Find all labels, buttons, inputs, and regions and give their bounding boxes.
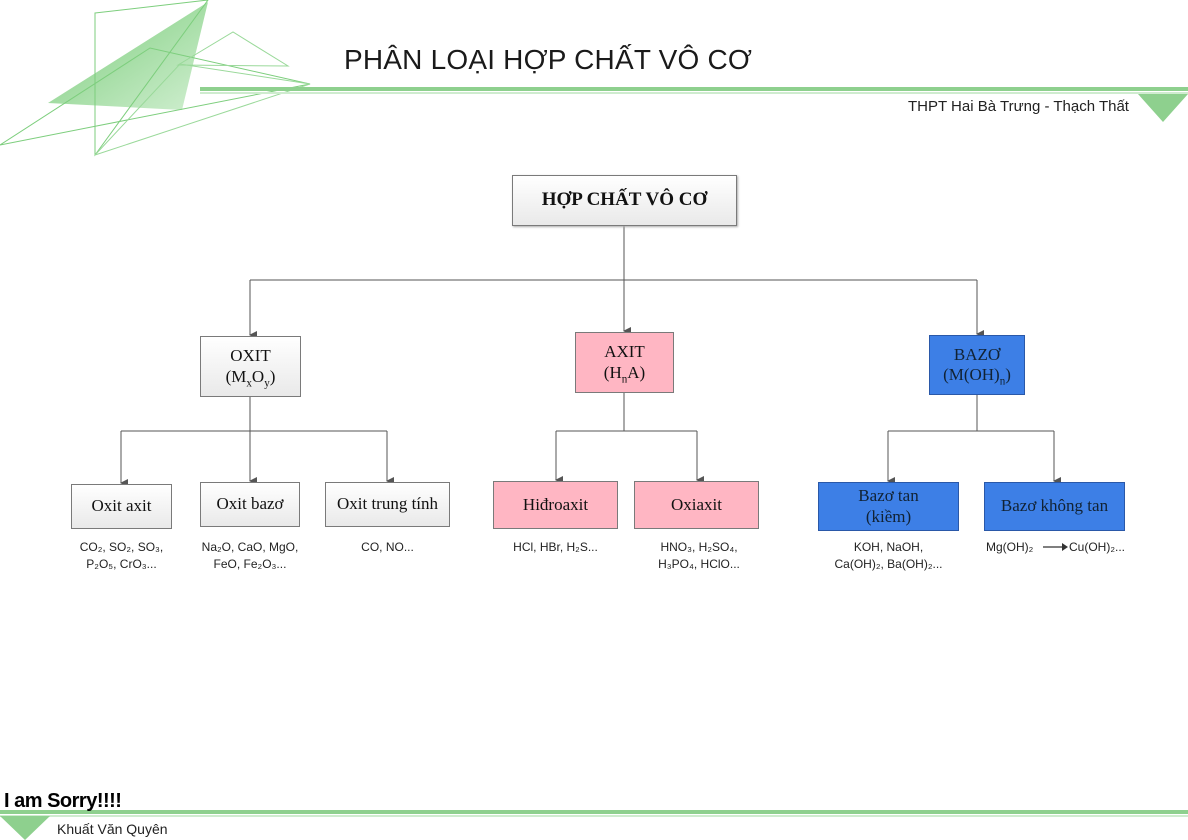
node-bazo: BAZƠ (M(OH)n) [929, 335, 1025, 395]
connector-lines [120, 226, 1061, 487]
footer-band [0, 810, 1188, 814]
node-formula: (HnA) [603, 362, 646, 385]
node-label: AXIT [604, 342, 645, 362]
node-label: Hiđroaxit [522, 494, 589, 514]
node-bazo-khong-tan: Bazơ không tan [984, 482, 1125, 531]
node-oxit: OXIT (MxOy) [200, 336, 301, 397]
examples-hidroaxit: HCl, HBr, H₂S... [513, 540, 598, 554]
header-corner-triangle [1138, 94, 1188, 122]
footer-banner: I am Sorry!!!! [4, 790, 122, 812]
node-label: Oxit bazơ [216, 494, 284, 514]
node-label: OXIT [230, 346, 271, 366]
footer-corner-triangle [0, 816, 50, 840]
node-label: Bazơ không tan [1000, 496, 1109, 516]
node-formula: (MxOy) [225, 366, 276, 389]
node-oxit-bazo: Oxit bazơ [200, 482, 300, 527]
node-hop-chat-vo-co: HỢP CHẤT VÔ CƠ [512, 175, 737, 226]
examples-oxit-trung-tinh: CO, NO... [361, 540, 414, 554]
examples-bazo-khong-tan-2: Cu(OH)₂... [1069, 540, 1125, 554]
node-sublabel: (kiềm) [865, 506, 912, 526]
examples-oxiaxit: HNO₃, H₂SO₄, H₃PO₄, HClO... [658, 540, 740, 571]
examples-bazo-tan: KOH, NaOH, Ca(OH)₂, Ba(OH)₂... [834, 540, 943, 571]
node-oxit-trung-tinh: Oxit trung tính [325, 482, 450, 527]
node-label: Bazơ tan [858, 486, 919, 506]
node-label: Oxit trung tính [336, 494, 439, 514]
node-formula: (M(OH)n) [943, 365, 1011, 388]
node-label: HỢP CHẤT VÔ CƠ [541, 189, 708, 211]
header-triangles-decoration [0, 0, 311, 157]
node-oxiaxit: Oxiaxit [634, 481, 759, 529]
node-label: Oxiaxit [671, 494, 722, 514]
examples-oxit-bazo: Na₂O, CaO, MgO, FeO, Fe₂O₃... [201, 540, 299, 571]
author-name: Khuất Văn Quyên [57, 821, 168, 837]
node-label: BAZƠ [953, 344, 1001, 364]
school-name: THPT Hai Bà Trưng - Thạch Thất [908, 98, 1129, 115]
node-bazo-tan: Bazơ tan (kiềm) [818, 482, 959, 531]
page-title: PHÂN LOẠI HỢP CHẤT VÔ CƠ [344, 44, 753, 75]
examples-bazo-khong-tan-1: Mg(OH)₂ [986, 540, 1034, 554]
node-oxit-axit: Oxit axit [71, 484, 172, 529]
header-band [200, 87, 1188, 91]
node-label: Oxit axit [91, 496, 152, 516]
node-axit: AXIT (HnA) [575, 332, 674, 393]
examples-oxit-axit: CO₂, SO₂, SO₃, P₂O₅, CrO₃... [79, 540, 164, 571]
node-hidroaxit: Hiđroaxit [493, 481, 618, 529]
